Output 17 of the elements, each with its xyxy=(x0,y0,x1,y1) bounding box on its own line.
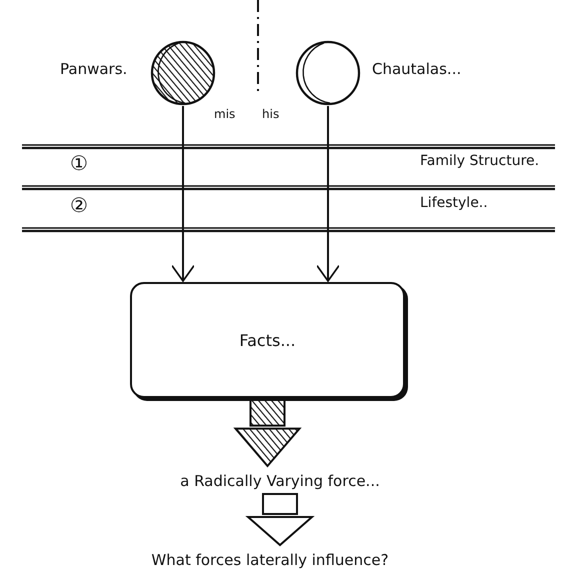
side-label: Chautalas... xyxy=(372,60,462,78)
row-number: ① xyxy=(70,153,88,173)
arrow xyxy=(316,106,340,282)
side-label: Panwars. xyxy=(60,60,128,78)
side-label: mis xyxy=(214,107,236,121)
circle xyxy=(295,40,361,106)
rounded-box xyxy=(130,282,405,398)
block-arrow xyxy=(245,493,315,546)
caption-text: What forces laterally influence? xyxy=(151,551,389,569)
row-label: Family Structure. xyxy=(420,154,540,168)
box-label: Facts... xyxy=(239,330,296,350)
arrow xyxy=(171,106,195,282)
side-label: his xyxy=(262,107,280,121)
hatched-circle xyxy=(150,40,216,106)
caption-text: a Radically Varying force... xyxy=(180,472,380,490)
row-number: ② xyxy=(70,195,88,215)
row-label: Lifestyle.. xyxy=(420,196,488,210)
